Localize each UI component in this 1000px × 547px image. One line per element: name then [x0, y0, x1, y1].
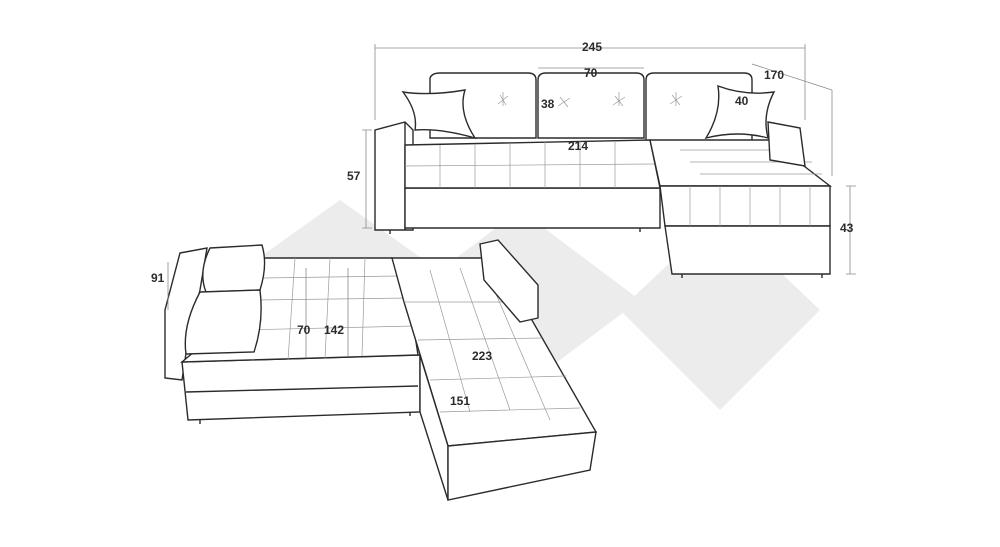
assembled-sofa [374, 72, 833, 278]
label-arm-height: 91 [151, 271, 165, 285]
label-bed-width: 142 [324, 323, 344, 337]
pillow-right [704, 84, 776, 140]
bed-pillow-upper [202, 244, 266, 293]
sofa-base [404, 187, 661, 229]
label-backrest-height: 38 [541, 97, 555, 111]
top-dimension-lines [362, 44, 856, 275]
bed-right-arm [479, 239, 539, 323]
label-backrest-width: 70 [584, 66, 598, 80]
bed-mode-sofa [164, 239, 598, 501]
bed-pillow-lower [184, 289, 262, 355]
label-depth: 170 [764, 68, 784, 82]
label-chaise-height: 43 [840, 221, 854, 235]
pillow-left [401, 89, 477, 140]
label-bed-length: 223 [472, 349, 492, 363]
label-height: 57 [347, 169, 361, 183]
right-arm [767, 121, 806, 167]
label-chaise-length: 151 [450, 394, 470, 408]
label-cushion: 40 [735, 94, 749, 108]
back-cushion-middle [537, 72, 645, 139]
chaise-front [659, 185, 831, 227]
chaise-base [664, 225, 831, 275]
bed-chaise-base [447, 431, 597, 501]
label-bed-depth: 70 [297, 323, 311, 337]
label-total-width: 245 [582, 40, 602, 54]
label-seat-width: 214 [568, 139, 588, 153]
